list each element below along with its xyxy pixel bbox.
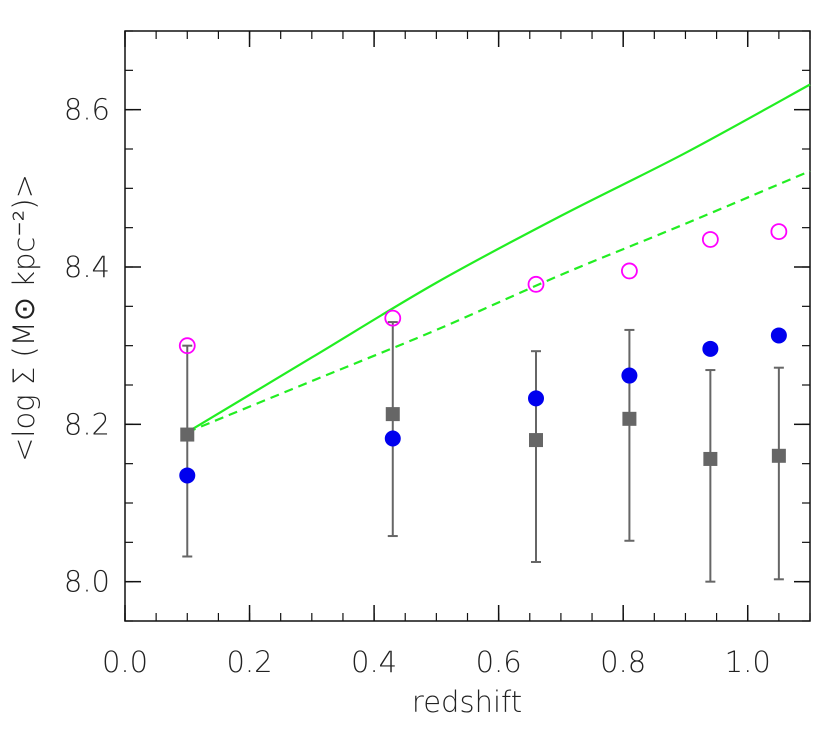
x-tick-label: 0.2 [226, 645, 272, 679]
y-axis-title: <log Σ (M⊙ kpc⁻²)> [7, 174, 41, 462]
model-curve-solid [186, 83, 811, 434]
major-ticks [124, 31, 810, 621]
x-tick-label: 0.4 [351, 645, 397, 679]
minor-ticks [124, 30, 811, 622]
y-tick-label: 8.2 [64, 407, 110, 441]
model-curves [186, 83, 811, 434]
error-bars [182, 321, 784, 583]
x-tick-label: 1.0 [725, 645, 771, 679]
open-circle-point [527, 275, 545, 293]
filled-circle-point [528, 390, 544, 407]
filled-circle-point [384, 430, 401, 447]
y-tick-labels: 8.0 8.2 8.4 8.6 [64, 93, 110, 599]
y-tick-label: 8.4 [64, 250, 110, 284]
y-tick-label: 8.6 [64, 93, 110, 127]
filled-square-point [622, 411, 637, 426]
filled-circle-point [702, 340, 719, 357]
open-circle-point [384, 309, 402, 327]
open-circle-point [621, 262, 638, 280]
filled-circle-point [621, 367, 638, 384]
open-circle-point [178, 337, 196, 355]
open-circle-point [770, 223, 788, 241]
filled-square-point [771, 448, 786, 463]
filled-circle-point [179, 467, 196, 484]
filled-square-point [180, 427, 195, 442]
x-tick-label: 0.8 [600, 645, 646, 679]
open-circle-point [701, 231, 719, 248]
data-markers [178, 223, 788, 484]
x-tick-label: 0.6 [476, 645, 522, 679]
filled-square-point [385, 407, 400, 422]
x-tick-labels: 0.0 0.2 0.4 0.6 0.8 1.0 [102, 645, 771, 679]
x-tick-label: 0.0 [102, 645, 148, 679]
x-axis-title: redshift [412, 685, 522, 719]
y-tick-label: 8.0 [64, 565, 110, 599]
filled-square-point [529, 433, 543, 448]
filled-square-point [703, 451, 718, 466]
plot-frame [124, 30, 811, 622]
filled-circle-point [770, 327, 787, 344]
model-curve-dashed [186, 170, 811, 434]
